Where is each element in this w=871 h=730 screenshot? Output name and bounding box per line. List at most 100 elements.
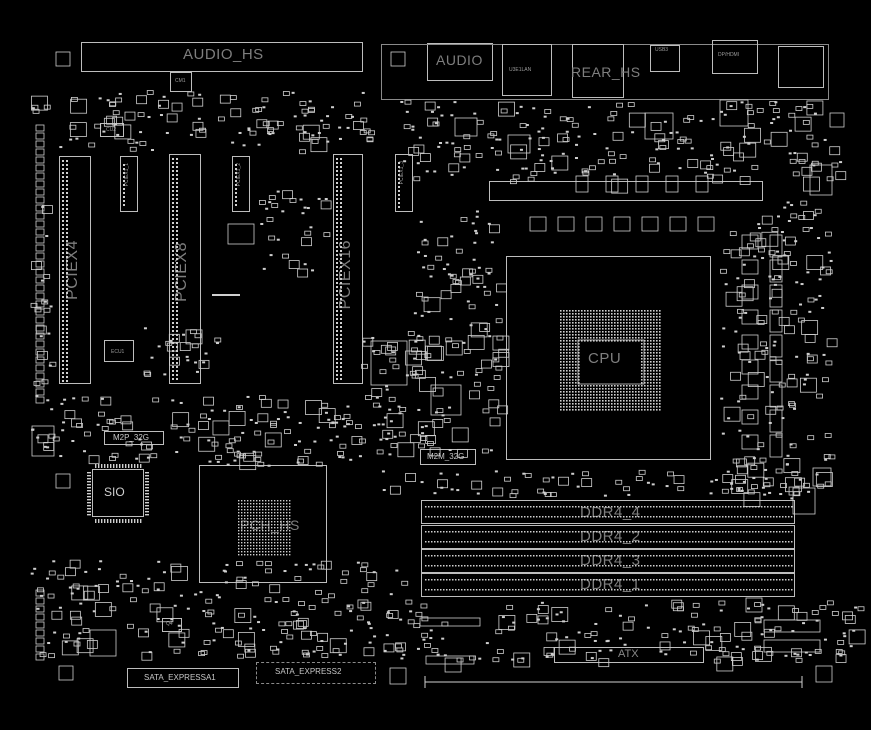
dimm-pin <box>767 506 769 508</box>
slot-pin <box>336 310 338 312</box>
cpu-pad <box>659 367 661 369</box>
slot-pin <box>66 308 68 310</box>
cpu-pad <box>593 325 595 327</box>
dimm-pin <box>701 531 703 533</box>
ecu1-chip <box>104 340 134 362</box>
pch-ball <box>268 518 270 520</box>
pch-ball <box>286 533 288 535</box>
dimm-pin <box>464 531 466 533</box>
smd-part <box>47 593 55 599</box>
smd-part <box>702 623 706 626</box>
dimm-pin <box>758 516 760 518</box>
pch-ball <box>247 548 249 550</box>
dimm-pin <box>737 565 739 567</box>
smd-part <box>813 112 817 115</box>
cpu-pad <box>590 394 592 396</box>
smd-part <box>101 426 109 431</box>
smd-part <box>115 97 123 103</box>
ic-part <box>796 611 808 621</box>
pch-ball <box>244 512 246 514</box>
dimm-pin <box>527 589 529 591</box>
smd-part <box>729 231 737 237</box>
slot-pin <box>172 374 174 376</box>
cpu-pad <box>641 343 643 345</box>
dimm-pin <box>689 589 691 591</box>
dimm-pin <box>467 555 469 557</box>
smd-part <box>41 299 49 305</box>
cpu-pad <box>635 394 637 396</box>
dimm-pin <box>713 589 715 591</box>
smd-part <box>361 91 365 94</box>
smd-part <box>179 436 183 439</box>
smd-part <box>443 418 451 423</box>
smd-part <box>436 653 440 656</box>
dimm-pin <box>566 541 568 543</box>
smd-part <box>187 91 195 97</box>
dimm-pin <box>494 579 496 581</box>
smd-part <box>476 277 480 280</box>
smd-part <box>737 308 744 314</box>
smd-part <box>137 112 145 118</box>
dimm-pin <box>464 516 466 518</box>
smd-part <box>171 399 175 402</box>
dimm-pin <box>620 589 622 591</box>
slot-pin <box>172 190 174 192</box>
dimm-pin <box>485 541 487 543</box>
slot-pin <box>176 254 178 256</box>
cpu-pad <box>641 337 643 339</box>
dimm-pin <box>752 516 754 518</box>
slot-pin <box>172 174 174 176</box>
dimm-pin <box>734 531 736 533</box>
smd-part <box>710 157 714 160</box>
cpu-pad <box>578 409 580 411</box>
dimm-pin <box>659 579 661 581</box>
smd-part <box>506 604 514 610</box>
smd-part <box>768 491 772 494</box>
cpu-pad <box>605 385 607 387</box>
smd-part <box>440 114 444 117</box>
cpu-pad <box>605 328 607 330</box>
vrm-choke <box>557 216 575 232</box>
dimm-pin <box>479 565 481 567</box>
smd-part <box>135 457 139 460</box>
cpu-pad <box>608 409 610 411</box>
dimm-pin <box>599 516 601 518</box>
sio-pin <box>107 464 109 468</box>
ic-part <box>397 442 415 458</box>
dimm-pin <box>680 516 682 518</box>
dimm-pin <box>443 541 445 543</box>
cpu-label: CPU <box>588 350 622 367</box>
cpu-pad <box>632 334 634 336</box>
vrm-choke <box>741 409 759 425</box>
smd-part <box>714 478 718 481</box>
dimm-pin <box>710 589 712 591</box>
smd-part <box>421 632 429 638</box>
cpu-pad <box>563 364 565 366</box>
dimm-pin <box>671 589 673 591</box>
cpu-pad <box>650 355 652 357</box>
dimm-pin <box>431 506 433 508</box>
ic-part <box>282 190 293 200</box>
smd-part <box>215 594 219 597</box>
cpu-pad <box>608 334 610 336</box>
dimm-pin <box>683 565 685 567</box>
smd-part <box>102 130 106 133</box>
smd-part <box>195 370 199 373</box>
cpu-pad <box>632 319 634 321</box>
cpu-pad <box>614 406 616 408</box>
smd-part <box>270 420 277 426</box>
smd-part <box>368 641 372 644</box>
cpu-pad <box>596 400 598 402</box>
dimm-pin <box>521 541 523 543</box>
smd-part <box>757 442 765 448</box>
cpu-pad <box>611 340 613 342</box>
smd-part <box>386 611 390 614</box>
smd-part <box>678 630 682 633</box>
ic-part <box>383 643 395 653</box>
pch-ball <box>250 551 252 553</box>
dimm-pin <box>467 579 469 581</box>
smd-part <box>677 606 684 612</box>
header-pin <box>35 372 45 380</box>
cpu-pad <box>653 334 655 336</box>
cpu-pad <box>578 391 580 393</box>
